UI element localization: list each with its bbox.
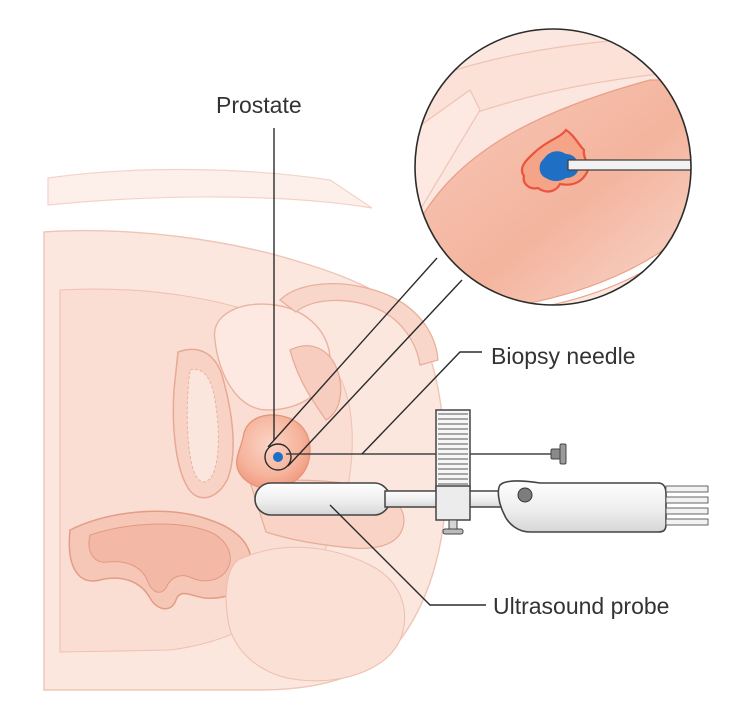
label-ultrasound-probe: Ultrasound probe (493, 593, 669, 619)
probe-leader (329, 504, 486, 606)
magnifier-ring (414, 28, 692, 306)
needle-leader (361, 351, 482, 455)
prostate-organ (236, 414, 311, 490)
needle-guide (435, 409, 471, 535)
label-prostate: Prostate (216, 92, 302, 118)
label-biopsy-needle: Biopsy needle (491, 343, 636, 369)
label-probe-group: Ultrasound probe (329, 504, 669, 619)
magnifier-connector-1 (267, 257, 438, 448)
ultrasound-probe-assembly (254, 409, 709, 535)
tumor-dot (273, 452, 283, 462)
pubic-bone-inner (186, 368, 219, 483)
magnified-needle (567, 159, 691, 171)
biopsy-needle-main (286, 443, 567, 465)
urethra-inner (88, 523, 231, 593)
needle-cap (559, 443, 567, 465)
probe-button (517, 487, 533, 503)
tumor-magnified-core (539, 151, 579, 181)
magnified-view (267, 28, 692, 467)
probe-tip (254, 482, 391, 516)
probe-handle (497, 480, 667, 533)
label-needle-group: Biopsy needle (361, 343, 636, 455)
prostate-shape (236, 414, 311, 490)
lower-tissue (225, 546, 406, 682)
magnifier-connector-2 (287, 279, 463, 467)
target-ring (264, 443, 292, 471)
probe-cable (665, 485, 709, 526)
skin-band (47, 168, 373, 209)
colon-upper (279, 283, 439, 366)
seminal-vesicle (289, 345, 342, 421)
label-prostate-group: Prostate (216, 92, 302, 440)
